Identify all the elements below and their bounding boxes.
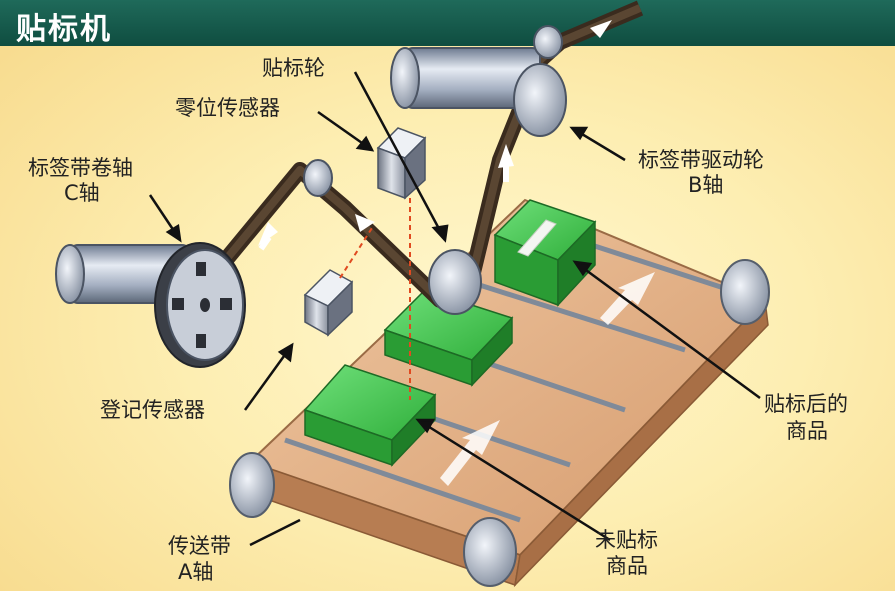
c-axis-text-line1: 标签带卷轴 bbox=[28, 156, 133, 181]
conveyor-roller-back-right bbox=[721, 260, 769, 324]
b-axis-text-line2: B轴 bbox=[688, 173, 723, 198]
arrowhead-zero-sensor bbox=[358, 138, 372, 150]
b-axis-text-line1: 标签带驱动轮 bbox=[638, 148, 764, 173]
conveyor-roller-front-left bbox=[230, 453, 274, 517]
label-wheel-text: 贴标轮 bbox=[262, 56, 325, 81]
leader-conveyor bbox=[250, 520, 300, 545]
c-axis-text-line2: C轴 bbox=[64, 181, 100, 206]
arrowhead-label-wheel bbox=[434, 226, 447, 240]
c-axis-spool bbox=[56, 243, 245, 367]
arrowhead-c-axis bbox=[168, 226, 180, 240]
conveyor-text-line2: A轴 bbox=[178, 560, 213, 585]
register-sensor bbox=[305, 228, 372, 335]
zero-sensor-text: 零位传感器 bbox=[175, 96, 280, 121]
label-wheel bbox=[429, 250, 481, 314]
unlabeled-product-text-line1: 未贴标 bbox=[595, 528, 658, 553]
labeled-product-text-line2: 商品 bbox=[786, 419, 828, 444]
register-sensor-text: 登记传感器 bbox=[100, 398, 205, 423]
unlabeled-product-text-line2: 商品 bbox=[606, 554, 648, 579]
conveyor-text-line1: 传送带 bbox=[168, 534, 231, 559]
idler-roller bbox=[304, 160, 332, 196]
labeled-product-text-line1: 贴标后的 bbox=[764, 392, 848, 417]
b-axis-drive-wheel bbox=[391, 26, 566, 136]
conveyor-roller-front-right bbox=[464, 518, 516, 586]
